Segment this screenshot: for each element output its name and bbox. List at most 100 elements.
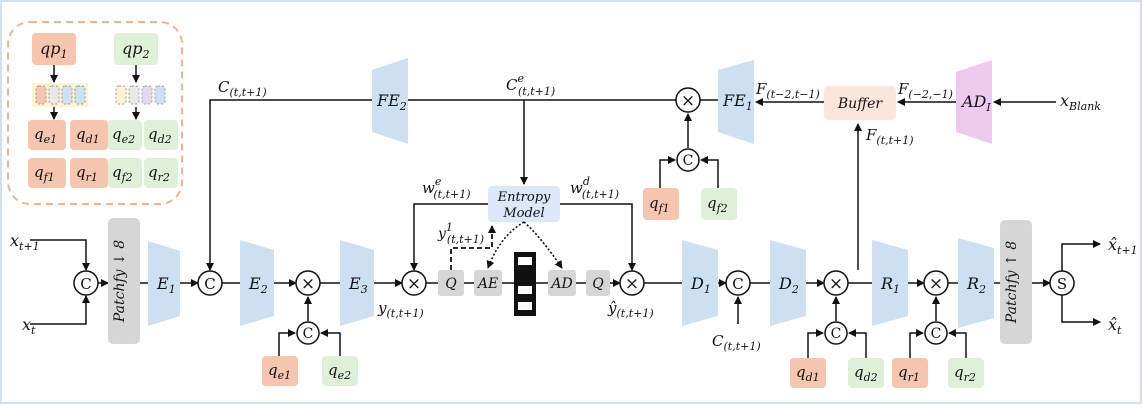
F-next-label: F(t,t+1)	[865, 126, 914, 147]
qr1-text: qr1	[898, 363, 920, 384]
patchfy-down-label: Patchfy ↓ 8	[112, 240, 128, 323]
legend-qd2: qd2	[148, 125, 172, 146]
F-blank-label: F(−2,−1)	[897, 80, 953, 101]
vector-icon-left	[32, 83, 88, 107]
D1-label: D1	[690, 274, 711, 296]
multiply-wd-label: ×	[625, 274, 639, 294]
patchfy-down-block	[108, 218, 140, 344]
qf2-chip	[701, 188, 737, 220]
multiply-E2-label: ×	[301, 274, 315, 294]
D2-label: D2	[778, 274, 799, 296]
qf1-chip	[643, 188, 679, 220]
autoencoder-ADI	[956, 60, 992, 144]
qd2-chip	[848, 358, 884, 388]
concat-qe-label: C	[303, 326, 314, 342]
concat-E1-label: C	[204, 275, 215, 293]
y1-label: y1(t,t+1)	[437, 221, 484, 246]
qe1-text: qe1	[268, 361, 291, 382]
legend-panel: qp1 qp2 qe1 qd1 qf1 qr1	[7, 21, 183, 205]
entropy-model-block	[488, 186, 560, 222]
quantizer-1-label: Q	[445, 276, 457, 292]
refine-R2	[958, 238, 994, 328]
qe2-chip	[322, 356, 358, 386]
buffer-label: Buffer	[837, 96, 884, 112]
ADI-label: ADI	[960, 92, 991, 114]
qp1-label: qp1	[40, 39, 67, 61]
x-blank-label: xBlank	[1060, 91, 1101, 113]
we-label: we(t,t+1)	[422, 175, 471, 201]
legend-qd1: qd1	[76, 125, 100, 146]
multiply-R1-label: ×	[929, 274, 943, 294]
FE2-label: FE2	[376, 91, 407, 113]
concat-qd-label: C	[831, 326, 842, 342]
qp2-label: qp2	[122, 39, 149, 61]
R2-label: R2	[966, 274, 986, 296]
output-xhat-t: x̂t	[1108, 315, 1122, 337]
qr2-chip	[948, 358, 984, 388]
E1-label: E1	[156, 274, 176, 296]
arithmetic-decoder	[548, 270, 576, 296]
concat-D1-label: C	[732, 275, 743, 293]
E3-label: E3	[348, 274, 368, 296]
input-x-t: xt	[22, 315, 36, 337]
entropy-model-line1: Entropy	[497, 190, 551, 205]
decoder-D1	[682, 240, 718, 326]
FE1-label: FE1	[722, 91, 753, 113]
bitstream-icon	[514, 252, 536, 316]
qf1-text: qf1	[649, 194, 670, 215]
concat-qf-op	[676, 148, 700, 172]
concat-qd-op	[824, 321, 848, 345]
qe2-text: qe2	[328, 361, 351, 382]
F-prev-label: F(t−2,t−1)	[755, 80, 820, 101]
multiply-we-label: ×	[407, 274, 421, 294]
encoder-E2	[240, 240, 274, 326]
qe1-chip	[262, 356, 298, 386]
patchfy-up-label: Patchfy ↑ 8	[1004, 241, 1020, 324]
concat-qf-label: C	[683, 153, 694, 169]
patchfy-up-block	[1000, 220, 1032, 344]
qr2-text: qr2	[954, 363, 976, 384]
feature-extractor-FE2	[372, 58, 408, 144]
C-t-t1-label: C(t,t+1)	[218, 78, 267, 99]
output-xhat-t1: x̂t+1	[1108, 235, 1138, 257]
qp1-box	[32, 33, 76, 65]
legend-qr1: qr1	[76, 163, 98, 184]
concat-qr-label: C	[931, 326, 942, 342]
legend-qe2: qe2	[112, 125, 135, 146]
yhat-label: ŷ(t,t+1)	[607, 299, 654, 320]
encoder-E3	[340, 240, 374, 326]
C-bottom-label: C(t,t+1)	[712, 332, 761, 353]
split-op-label: S	[1057, 275, 1067, 293]
multiply-FE1-label: ×	[681, 91, 695, 111]
quantizer-2	[586, 270, 610, 296]
vector-icon-right	[112, 83, 168, 107]
E2-label: E2	[248, 274, 268, 296]
qd2-text: qd2	[854, 363, 878, 384]
quantizer-2-label: Q	[592, 276, 604, 292]
buffer-block	[824, 86, 896, 120]
wd-label: wd(t,t+1)	[570, 175, 619, 201]
quantizer-1	[438, 270, 464, 296]
concat-input-label: C	[80, 275, 91, 293]
refine-R1	[872, 240, 908, 326]
R1-label: R1	[880, 274, 900, 296]
qd1-text: qd1	[796, 363, 820, 384]
legend-qr2: qr2	[148, 163, 170, 184]
multiply-D2-label: ×	[829, 274, 843, 294]
arithmetic-encoder-label: AE	[476, 276, 498, 292]
legend-qf1: qf1	[34, 163, 55, 184]
feature-extractor-FE1	[718, 60, 754, 144]
Ce-label: Ce(t,t+1)	[506, 72, 555, 98]
concat-qr-op	[924, 321, 948, 345]
qr1-chip	[892, 358, 928, 388]
entropy-model-line2: Model	[502, 206, 544, 221]
decoder-D2	[770, 240, 806, 326]
legend-qf2: qf2	[112, 163, 133, 184]
arithmetic-encoder	[474, 270, 502, 296]
concat-qe-op	[296, 321, 320, 345]
qp2-box	[114, 33, 158, 65]
y-label: y(t,t+1)	[377, 299, 424, 320]
